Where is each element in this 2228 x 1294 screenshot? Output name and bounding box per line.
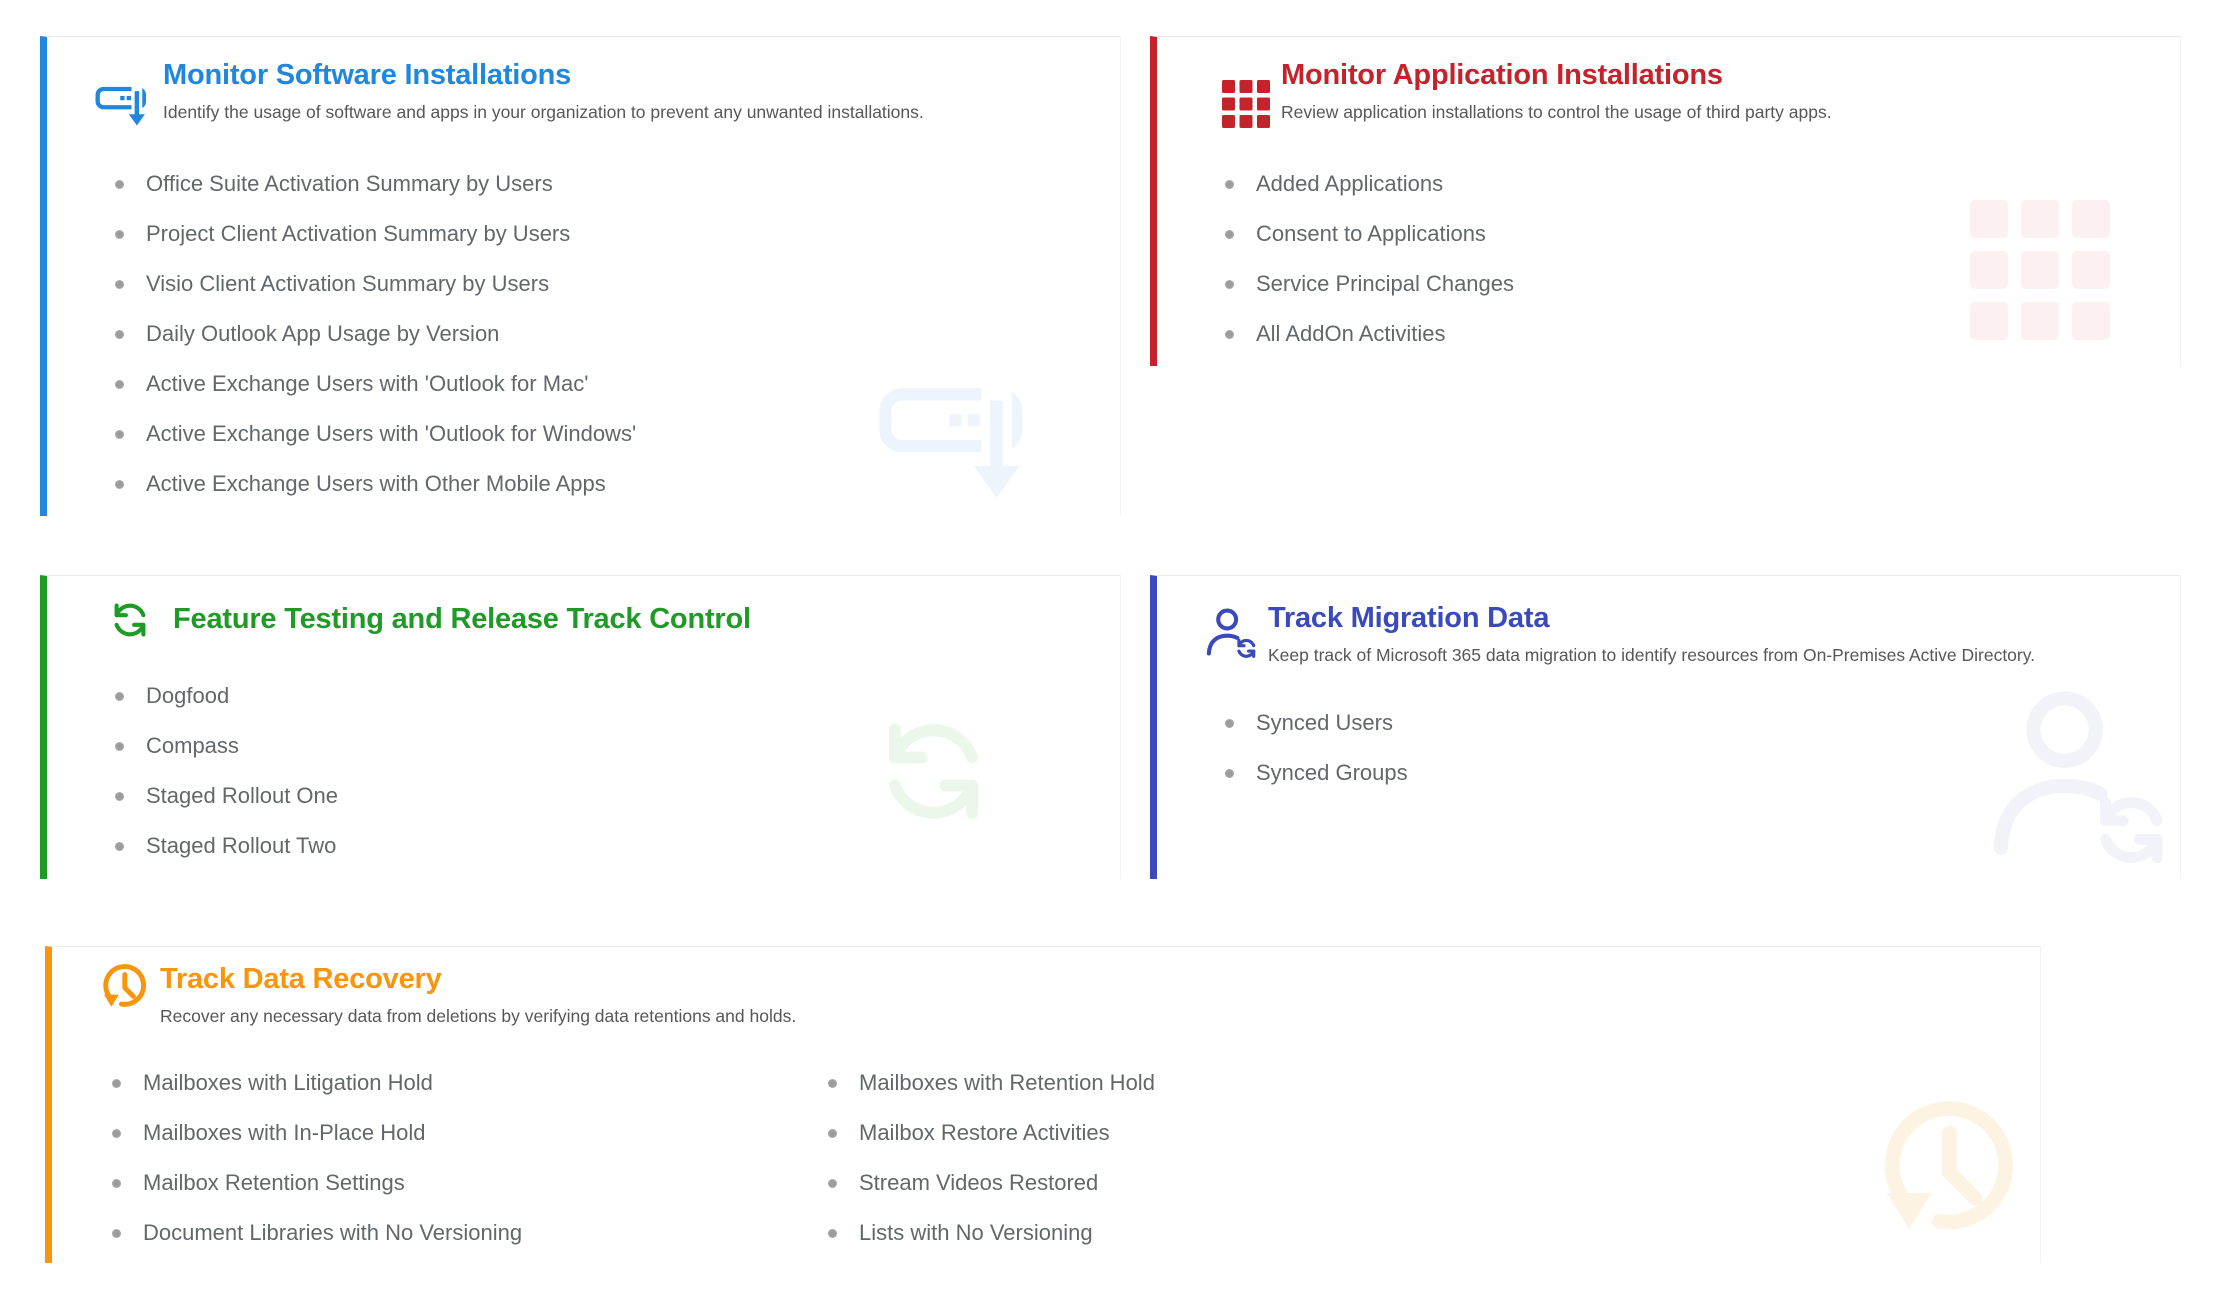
report-list: Office Suite Activation Summary by Users… (115, 159, 636, 509)
user-sync-icon (1204, 604, 1260, 662)
bullet-icon (115, 691, 124, 701)
bullet-icon (115, 741, 124, 751)
bullet-icon (115, 429, 124, 439)
report-list: Added Applications Consent to Applicatio… (1225, 159, 1514, 359)
bullet-icon (828, 1228, 837, 1238)
bullet-icon (112, 1228, 121, 1238)
report-link[interactable]: Mailboxes with Litigation Hold (112, 1058, 522, 1108)
card-subtitle: Review application installations to cont… (1281, 102, 1832, 122)
report-link[interactable]: Mailboxes with In-Place Hold (112, 1108, 522, 1158)
report-link[interactable]: Stream Videos Restored (828, 1158, 1155, 1208)
bullet-icon (112, 1128, 121, 1138)
bullet-icon (115, 841, 124, 851)
report-link[interactable]: Service Principal Changes (1225, 259, 1514, 309)
card-monitor-application-installations: Monitor Application Installations Review… (1150, 36, 2181, 366)
report-link[interactable]: Visio Client Activation Summary by Users (115, 259, 636, 309)
report-link[interactable]: Added Applications (1225, 159, 1514, 209)
card-track-migration-data: Track Migration Data Keep track of Micro… (1150, 575, 2181, 879)
report-link[interactable]: Dogfood (115, 671, 338, 721)
bullet-icon (1225, 229, 1234, 239)
report-list-right: Mailboxes with Retention Hold Mailbox Re… (828, 1058, 1155, 1258)
bullet-icon (828, 1078, 837, 1088)
report-link[interactable]: Active Exchange Users with 'Outlook for … (115, 359, 636, 409)
report-list-left: Mailboxes with Litigation Hold Mailboxes… (112, 1058, 522, 1258)
report-link[interactable]: Mailbox Retention Settings (112, 1158, 522, 1208)
card-title[interactable]: Track Data Recovery (160, 963, 442, 995)
bullet-icon (1225, 718, 1234, 728)
bullet-icon (115, 179, 124, 189)
bullet-icon (828, 1128, 837, 1138)
bullet-icon (112, 1178, 121, 1188)
card-monitor-software-installations: Monitor Software Installations Identify … (40, 36, 1121, 516)
report-link[interactable]: Staged Rollout Two (115, 821, 338, 871)
bullet-icon (115, 379, 124, 389)
report-link[interactable]: Project Client Activation Summary by Use… (115, 209, 636, 259)
bullet-icon (112, 1078, 121, 1088)
bullet-icon (115, 279, 124, 289)
report-link[interactable]: Lists with No Versioning (828, 1208, 1155, 1258)
app-grid-watermark-icon (1970, 200, 2110, 340)
bullet-icon (1225, 768, 1234, 778)
user-sync-watermark-icon (1984, 679, 2179, 874)
bullet-icon (1225, 179, 1234, 189)
card-subtitle: Identify the usage of software and apps … (163, 102, 924, 122)
report-link[interactable]: Active Exchange Users with Other Mobile … (115, 459, 636, 509)
bullet-icon (115, 229, 124, 239)
report-link[interactable]: Active Exchange Users with 'Outlook for … (115, 409, 636, 459)
sync-icon (108, 598, 152, 642)
bullet-icon (1225, 329, 1234, 339)
report-link[interactable]: Consent to Applications (1225, 209, 1514, 259)
bullet-icon (1225, 279, 1234, 289)
report-link[interactable]: Compass (115, 721, 338, 771)
report-link[interactable]: Daily Outlook App Usage by Version (115, 309, 636, 359)
report-list: Dogfood Compass Staged Rollout One Stage… (115, 671, 338, 871)
report-link[interactable]: Synced Groups (1225, 748, 1408, 798)
card-track-data-recovery: Track Data Recovery Recover any necessar… (45, 946, 2041, 1263)
software-install-watermark-icon (860, 367, 1060, 507)
bullet-icon (115, 329, 124, 339)
report-list: Synced Users Synced Groups (1225, 698, 1408, 798)
card-title[interactable]: Feature Testing and Release Track Contro… (173, 603, 751, 635)
app-grid-icon (1222, 80, 1270, 128)
bullet-icon (115, 791, 124, 801)
card-subtitle: Recover any necessary data from deletion… (160, 1006, 797, 1026)
history-icon (95, 958, 150, 1013)
software-install-icon (95, 79, 153, 129)
card-feature-testing-release-track-control: Feature Testing and Release Track Contro… (40, 575, 1121, 879)
report-link[interactable]: Staged Rollout One (115, 771, 338, 821)
bullet-icon (115, 479, 124, 489)
report-link[interactable]: All AddOn Activities (1225, 309, 1514, 359)
card-subtitle: Keep track of Microsoft 365 data migrati… (1268, 645, 2036, 665)
history-watermark-icon (1845, 1083, 2040, 1248)
sync-watermark-icon (870, 680, 997, 863)
report-link[interactable]: Mailboxes with Retention Hold (828, 1058, 1155, 1108)
report-link[interactable]: Document Libraries with No Versioning (112, 1208, 522, 1258)
report-link[interactable]: Office Suite Activation Summary by Users (115, 159, 636, 209)
report-link[interactable]: Mailbox Restore Activities (828, 1108, 1155, 1158)
card-title[interactable]: Monitor Software Installations (163, 59, 572, 91)
report-link[interactable]: Synced Users (1225, 698, 1408, 748)
card-title[interactable]: Monitor Application Installations (1281, 59, 1723, 91)
card-title[interactable]: Track Migration Data (1268, 602, 1550, 634)
bullet-icon (828, 1178, 837, 1188)
